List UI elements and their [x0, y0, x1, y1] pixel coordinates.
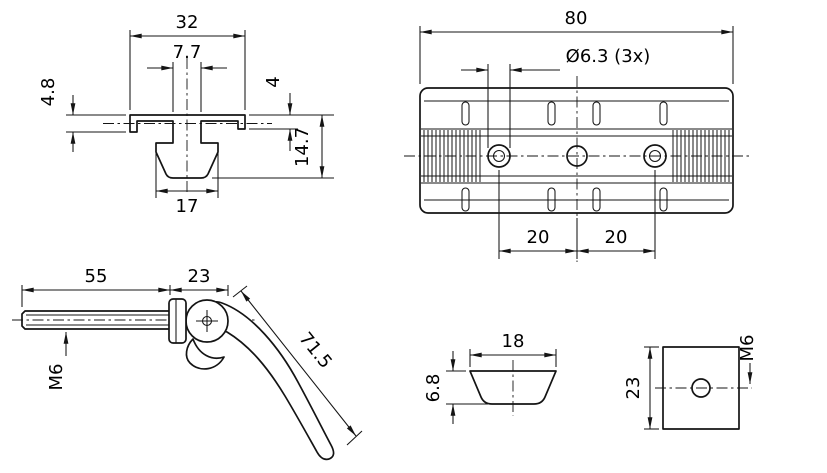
dim-profile-lip: 4.8: [38, 78, 59, 107]
dim-block-thread: M6: [737, 335, 758, 362]
plate-centerlines: [404, 76, 749, 262]
view-plate-top: 80 Ø6.3 (3x) 20 20: [404, 8, 749, 262]
stone-outline: [469, 370, 557, 405]
dim-lever-thread: M6: [46, 364, 67, 391]
dim-profile-height: 14.7: [292, 127, 313, 167]
dim-lever-shaft: 55: [85, 266, 108, 287]
profile-centerlines: [103, 58, 272, 192]
block-outline: [662, 346, 740, 430]
block-hole: [691, 378, 711, 398]
dim-profile-slot: 7.7: [173, 42, 202, 63]
right-serration: [672, 130, 730, 182]
left-serration: [423, 130, 481, 182]
view-slot-stone: 18 6.8: [423, 331, 557, 424]
profile-dimensions: 32 7.7 4.8 4 14.7: [38, 12, 334, 217]
lever-dimensions: 55 23 71.5 M6: [21, 266, 363, 446]
lever-cam: [185, 338, 225, 370]
view-clamping-lever: 55 23 71.5 M6: [12, 266, 363, 461]
dim-plate-holes: Ø6.3 (3x): [566, 46, 651, 67]
lever-screw-cross: [196, 310, 218, 332]
plate-slots: [461, 101, 668, 212]
lever-washer: [168, 298, 187, 344]
dim-block-height: 23: [623, 377, 644, 400]
dim-stone-height: 6.8: [423, 374, 444, 403]
stone-dimensions: 18 6.8: [423, 331, 557, 424]
view-nut-block: 23 M6: [623, 335, 758, 430]
block-dimensions: 23 M6: [623, 335, 758, 430]
plate-dimensions: 80 Ø6.3 (3x) 20 20: [419, 8, 734, 259]
dim-plate-length: 80: [565, 8, 588, 29]
dim-profile-foot: 17: [176, 196, 199, 217]
dim-profile-flange: 4: [263, 76, 284, 87]
plate-profile-lines: [421, 100, 732, 201]
plate-outline: [419, 87, 734, 214]
dim-plate-pitch-right: 20: [605, 227, 628, 248]
dim-lever-head: 23: [188, 266, 211, 287]
plate-holes: [487, 144, 667, 168]
dim-plate-pitch-left: 20: [527, 227, 550, 248]
dim-stone-width: 18: [502, 331, 525, 352]
profile-outline: [129, 114, 246, 179]
dim-profile-width: 32: [176, 12, 199, 33]
view-profile-section: 32 7.7 4.8 4 14.7: [38, 12, 334, 217]
